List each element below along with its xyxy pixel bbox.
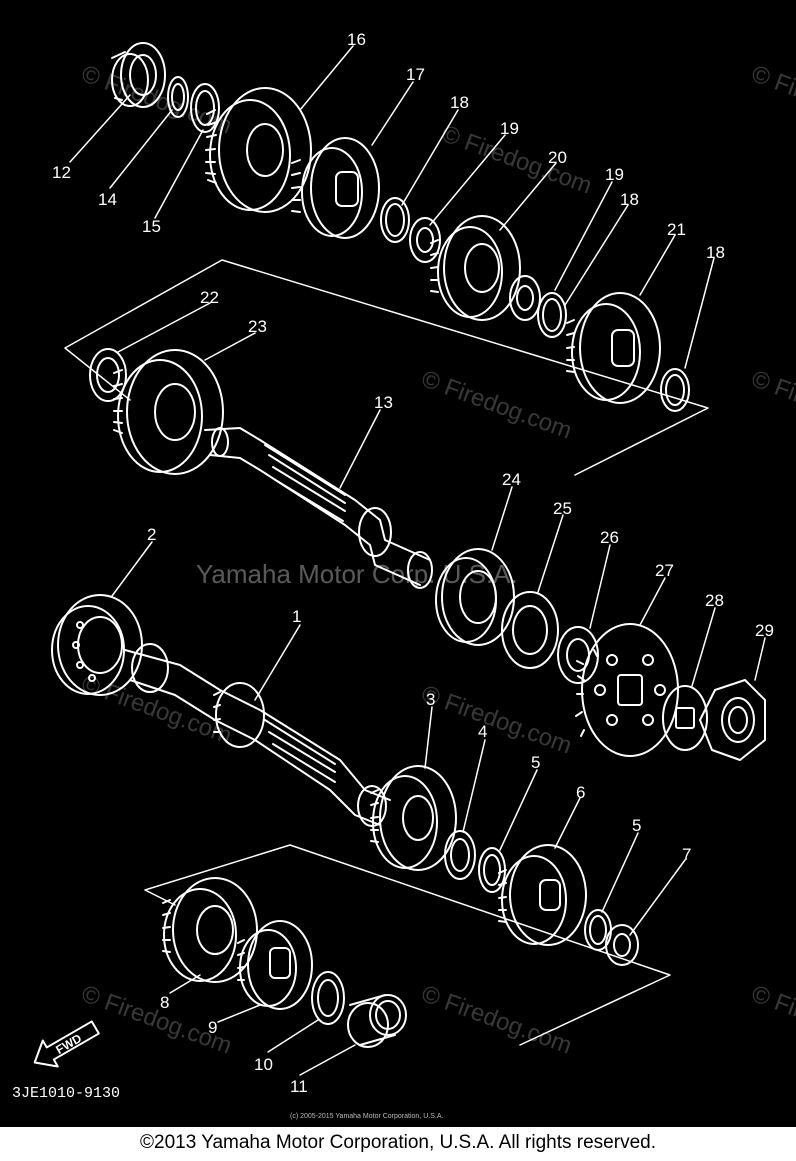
callout-28: 28 xyxy=(705,591,724,610)
callout-5: 5 xyxy=(531,753,540,772)
callout-7: 7 xyxy=(682,845,691,864)
callout-14: 14 xyxy=(98,190,117,209)
callout-24: 24 xyxy=(502,470,521,489)
circlip-18-far xyxy=(660,368,690,412)
watermark-text: © Firedog.com xyxy=(418,365,575,444)
watermark-text: © Firedog.com xyxy=(748,60,796,139)
gear-16 xyxy=(205,87,312,213)
watermark-text: © Firedog.com xyxy=(418,980,575,1059)
fwd-arrow-icon: FWD xyxy=(33,1020,100,1068)
callout-26: 26 xyxy=(600,528,619,547)
transmission-exploded-diagram: © Firedog.com © Firedog.com © Firedog.co… xyxy=(12,30,796,1120)
watermark-text: © Firedog.com xyxy=(418,680,575,759)
callout-4: 4 xyxy=(478,722,487,741)
callout-5-right: 5 xyxy=(632,816,641,835)
gear-20 xyxy=(430,215,521,321)
callout-1: 1 xyxy=(292,607,301,626)
gear-23 xyxy=(113,349,224,475)
bushing-11 xyxy=(347,994,407,1048)
watermark-text: © Firedog.com xyxy=(78,670,235,749)
copyright-footer: ©2013 Yamaha Motor Corporation, U.S.A. A… xyxy=(0,1127,796,1161)
callout-25: 25 xyxy=(553,499,572,518)
lock-washer-28 xyxy=(662,685,708,751)
callout-17: 17 xyxy=(406,65,425,84)
center-watermark: Yamaha Motor Corp. U.S.A. xyxy=(196,559,518,589)
circlip-15 xyxy=(190,83,220,133)
watermark-text: © Firedog.com xyxy=(748,365,796,444)
circlip-5-right xyxy=(584,909,612,951)
callout-18-right: 18 xyxy=(620,190,639,209)
callout-18-top: 18 xyxy=(450,93,469,112)
sprocket-27 xyxy=(575,623,679,757)
part-code: 3JE1010-9130 xyxy=(12,1085,120,1102)
callout-labels: 1 2 3 4 5 5 6 7 8 9 10 11 12 13 14 15 16… xyxy=(12,30,774,1120)
gear-6 xyxy=(498,844,587,946)
callout-6: 6 xyxy=(576,783,585,802)
watermark-layer: © Firedog.com © Firedog.com © Firedog.co… xyxy=(78,60,796,1059)
gear-21 xyxy=(566,292,661,404)
circlip-18-right xyxy=(537,292,567,338)
bearing-24 xyxy=(435,548,515,646)
lower-group-bracket xyxy=(144,844,671,1046)
callout-13: 13 xyxy=(374,393,393,412)
gear-9 xyxy=(237,920,313,1010)
small-credit: (c) 2005-2015 Yamaha Motor Corporation, … xyxy=(290,1113,443,1120)
washer-10 xyxy=(311,971,345,1025)
callout-12: 12 xyxy=(52,163,71,182)
callout-23: 23 xyxy=(248,317,267,336)
callout-16: 16 xyxy=(347,30,366,49)
callout-11: 11 xyxy=(290,1077,308,1096)
leader-lines xyxy=(69,45,766,1076)
washer-4 xyxy=(444,830,476,880)
gear-3 xyxy=(370,765,457,871)
callout-15: 15 xyxy=(142,217,161,236)
callout-29: 29 xyxy=(755,621,774,640)
callout-18-far: 18 xyxy=(706,243,725,262)
washer-22 xyxy=(89,348,127,402)
callout-10: 10 xyxy=(254,1055,273,1074)
gear-8 xyxy=(162,877,258,983)
callout-21: 21 xyxy=(667,220,686,239)
bearing-12 xyxy=(111,42,166,108)
callout-3: 3 xyxy=(426,690,435,709)
circlip-18-top xyxy=(380,197,410,243)
main-axle-13 xyxy=(204,427,433,589)
callout-19-top: 19 xyxy=(500,119,519,138)
callout-22: 22 xyxy=(200,288,219,307)
callout-2: 2 xyxy=(147,525,156,544)
upper-group-bracket xyxy=(64,259,709,476)
seal-25 xyxy=(501,591,559,669)
washer-7 xyxy=(605,924,639,966)
callout-27: 27 xyxy=(655,561,674,580)
callout-19-right: 19 xyxy=(605,165,624,184)
callout-8: 8 xyxy=(160,993,169,1012)
washer-14 xyxy=(167,76,189,118)
main-axle-1 xyxy=(124,643,391,827)
callout-20: 20 xyxy=(548,148,567,167)
callout-9: 9 xyxy=(208,1018,217,1037)
collar-26 xyxy=(557,626,599,684)
washer-19-top xyxy=(409,217,441,263)
washer-19-right xyxy=(509,275,541,321)
gear-17 xyxy=(291,137,380,239)
nut-29 xyxy=(699,679,766,761)
watermark-text: © Firedog.com xyxy=(748,980,796,1059)
fwd-label: FWD xyxy=(53,1031,84,1057)
